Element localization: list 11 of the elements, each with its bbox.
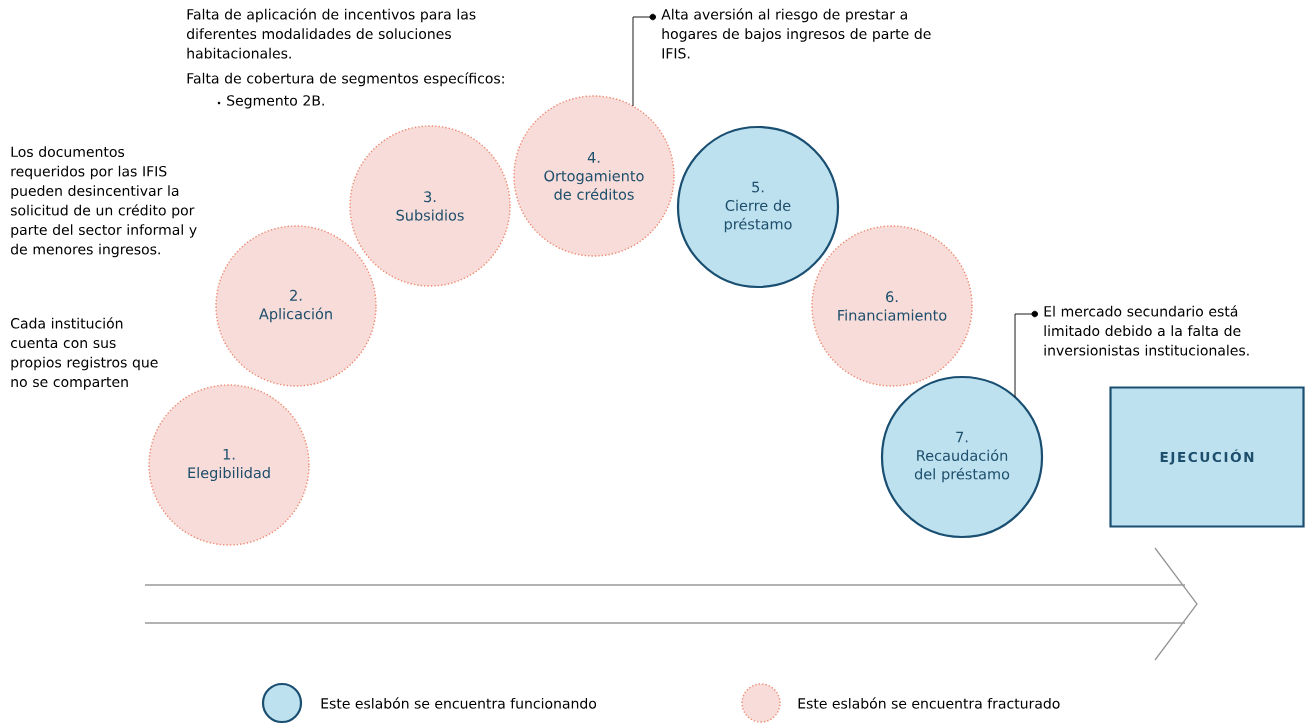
note-text: El mercado secundario está limitado debido a la falta de inversionistas institucionales. [1044,305,1249,356]
legend-text: Este eslabón se encuentra funcionando [321,697,597,709]
note-text: Falta de cobertura de segmentos específicos: [187,72,504,87]
note-text: Los documentos requeridos por las IFIS pueden desincentivar la solicitud de un crédito por parte del sector informal y de menores ingresos. [10,146,197,258]
note-text: Falta de aplicación de incentivos para las diferentes modalidades de soluciones habitacionales. [186,8,476,59]
stage-box: EJECUCIÓN [1109,386,1305,528]
legend-text: Este eslabón se encuentra fracturado [798,697,1060,709]
note-text: Alta aversión al riesgo de prestar a hogares de bajos ingresos de parte de IFIS. [661,8,931,59]
bullet-text: Segmento 2B. [227,95,324,109]
leader-line [632,13,656,107]
leader-line [1014,310,1038,398]
